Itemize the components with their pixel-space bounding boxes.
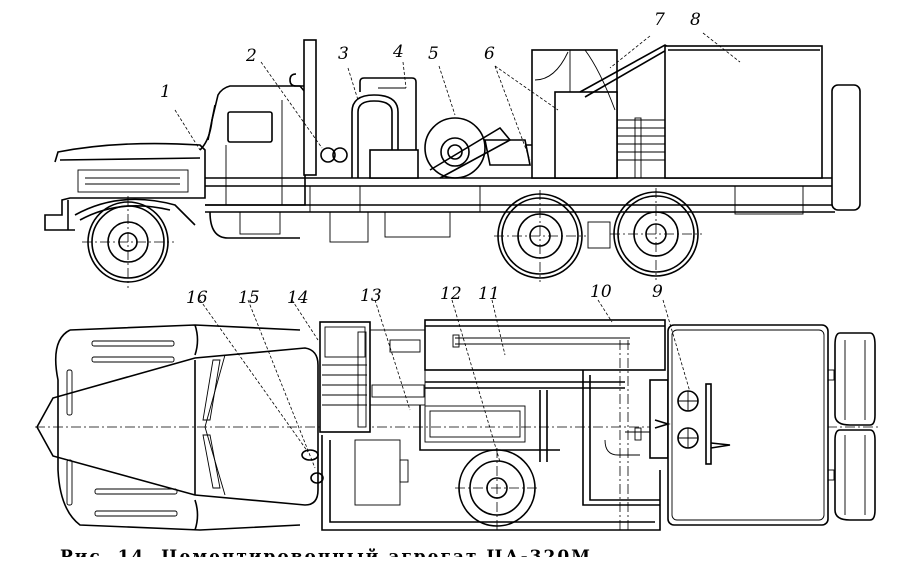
deck-top bbox=[319, 319, 876, 531]
callout-11: 11 bbox=[478, 284, 500, 304]
figure-caption: Рис. 14. Цементировочный агрегат ЦА-320М bbox=[60, 547, 592, 557]
truck-hood bbox=[44, 142, 206, 231]
side-view bbox=[44, 32, 861, 288]
chassis-frame bbox=[205, 177, 845, 243]
measuring-tank bbox=[531, 44, 672, 179]
callout-10: 10 bbox=[590, 282, 612, 302]
rear-wheel-2 bbox=[610, 188, 702, 280]
callout-2: 2 bbox=[246, 46, 257, 66]
callout-9: 9 bbox=[652, 282, 663, 302]
callout-15: 15 bbox=[238, 288, 260, 308]
callout-8: 8 bbox=[690, 10, 701, 30]
rear-wheel-top bbox=[455, 448, 540, 530]
top-view bbox=[35, 299, 880, 531]
truck-cab bbox=[199, 39, 317, 206]
box-body bbox=[664, 45, 861, 211]
callout-6: 6 bbox=[484, 44, 495, 64]
callout-1: 1 bbox=[160, 82, 171, 102]
callout-13: 13 bbox=[360, 286, 382, 306]
caption-clip: Рис. 14. Цементировочный агрегат ЦА-320М bbox=[0, 547, 898, 557]
callout-3: 3 bbox=[338, 44, 349, 64]
callout-5: 5 bbox=[428, 44, 439, 64]
hood-top bbox=[36, 324, 324, 531]
rear-wheel-1 bbox=[494, 190, 586, 282]
callout-7: 7 bbox=[654, 10, 665, 30]
callout-14: 14 bbox=[287, 288, 309, 308]
callout-16: 16 bbox=[186, 288, 208, 308]
callout-4: 4 bbox=[393, 42, 404, 62]
front-wheel bbox=[82, 196, 174, 288]
callout-12: 12 bbox=[440, 284, 462, 304]
